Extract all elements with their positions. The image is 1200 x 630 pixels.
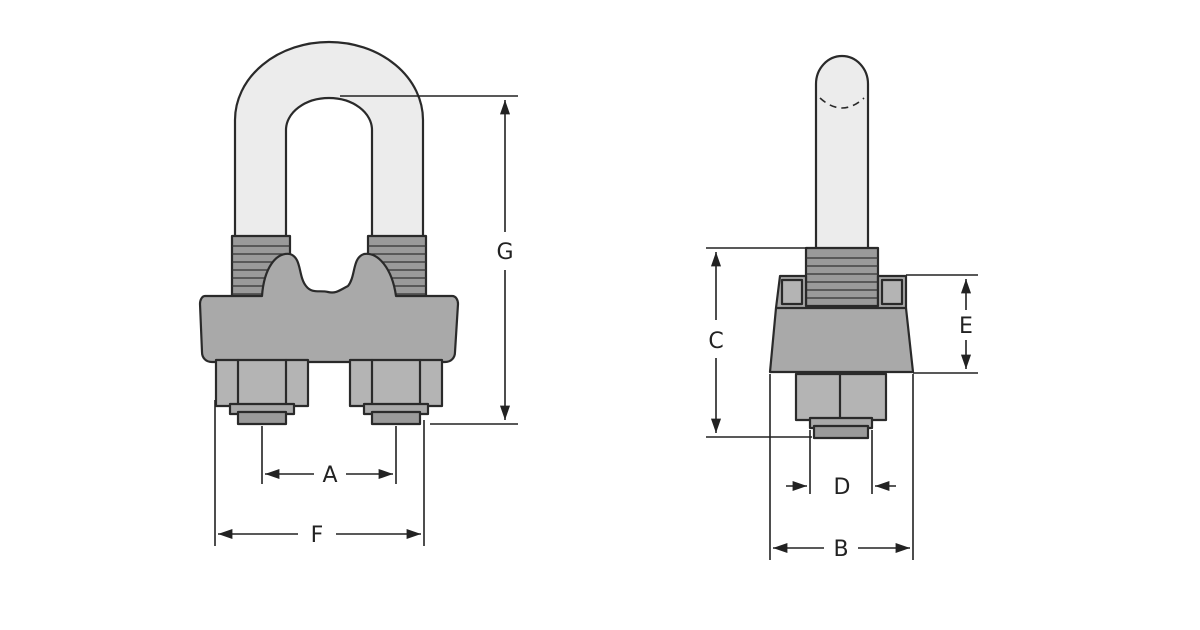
dimension-f: F xyxy=(214,400,425,548)
bolt-shank xyxy=(814,54,870,252)
right-thread xyxy=(366,234,428,304)
dimension-a: A xyxy=(261,426,397,488)
side-saddle xyxy=(768,274,915,374)
dimension-b: B xyxy=(769,374,914,562)
side-thread xyxy=(804,246,880,312)
dimension-c: C xyxy=(706,247,812,438)
dimension-g: G xyxy=(340,95,518,425)
label-a: A xyxy=(322,463,337,488)
label-f: F xyxy=(311,523,324,548)
right-nut xyxy=(348,358,444,426)
label-c: C xyxy=(708,329,723,354)
dimension-e: E xyxy=(906,274,978,374)
side-nut xyxy=(794,372,888,440)
front-view: G A F xyxy=(198,40,518,548)
label-e: E xyxy=(959,314,973,339)
label-g: G xyxy=(496,240,513,265)
saddle xyxy=(198,252,460,364)
left-nut xyxy=(214,358,310,426)
u-bolt xyxy=(233,40,425,247)
label-d: D xyxy=(834,475,851,500)
dimension-d: D xyxy=(786,430,896,500)
side-view: C E D B xyxy=(706,54,978,562)
label-b: B xyxy=(833,537,848,562)
